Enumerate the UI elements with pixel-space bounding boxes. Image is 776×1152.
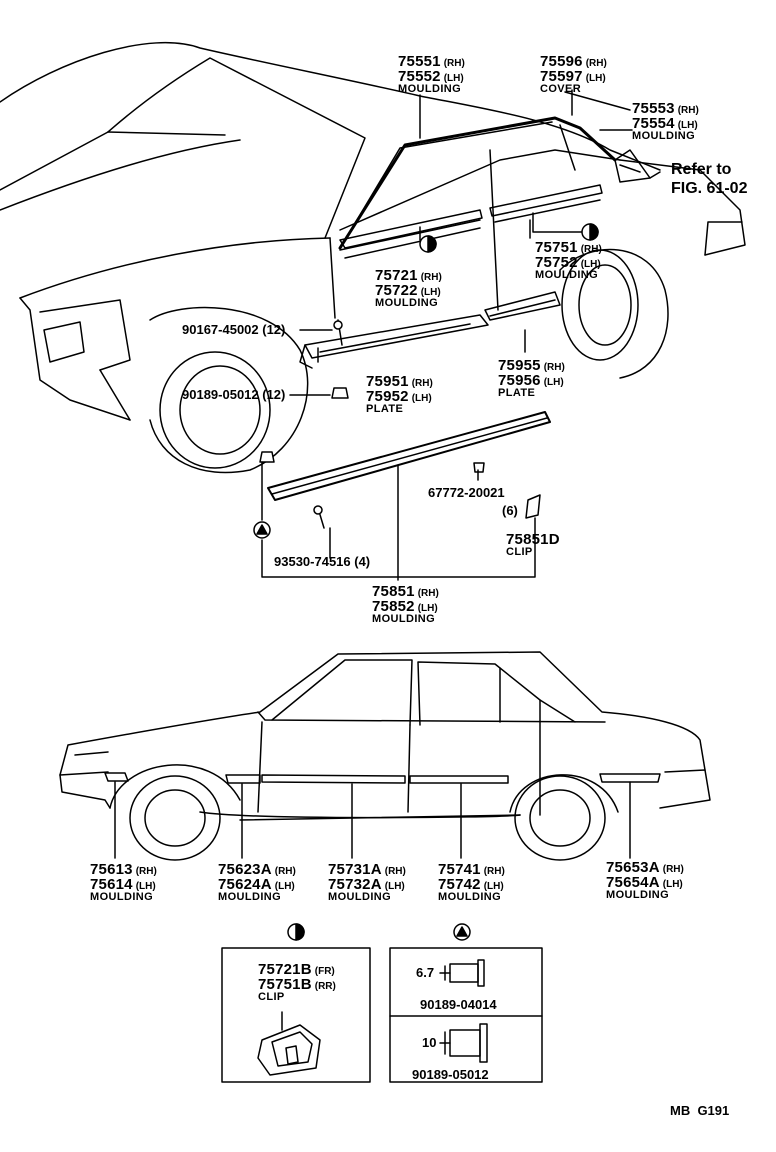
callout-side-view-3: 75731A(RH) 75732A(LH) MOULDING: [328, 861, 406, 903]
part-number: 75741: [438, 861, 481, 878]
dimension-top: 6.7: [416, 965, 435, 980]
part-description: MOULDING: [398, 83, 462, 95]
part-number: 75624A: [218, 876, 272, 893]
detail-part-bottom: 90189-05012: [412, 1067, 489, 1082]
figure-code: MB G191: [670, 1103, 730, 1118]
callout-rocker-clip-part: 67772-20021: [428, 485, 505, 500]
part-number: 75851D: [506, 531, 560, 548]
callout-rocker-moulding: 75851(RH) 75852(LH) MOULDING: [372, 583, 439, 625]
part-number: 75596: [540, 53, 583, 70]
part-number: 75554: [632, 115, 675, 132]
detail-markers: [253, 223, 599, 539]
part-description: MOULDING: [535, 269, 599, 281]
part-number: 75654A: [606, 874, 660, 891]
refer-to-figure: Refer to FIG. 61-02: [671, 161, 748, 197]
callout-screw-top: 90167-45002 (12): [182, 322, 286, 337]
callout-rear-plate: 75955(RH) 75956(LH) PLATE: [498, 357, 565, 399]
part-description: MOULDING: [632, 130, 696, 142]
callout-side-view-1: 75613(RH) 75614(LH) MOULDING: [90, 861, 157, 903]
callout-cover: 75596(RH) 75597(LH) COVER: [540, 53, 607, 95]
part-number: 75732A: [328, 876, 382, 893]
callout-clip-75851d: 75851D CLIP: [506, 532, 560, 559]
part-number: 75952: [366, 388, 409, 405]
part-description: MOULDING: [438, 891, 502, 903]
part-number: 75721B: [258, 961, 312, 978]
part-number: 75721: [375, 267, 418, 284]
part-number: 75551: [398, 53, 441, 70]
part-number: 75742: [438, 876, 481, 893]
part-number: 75851: [372, 583, 415, 600]
part-description: MOULDING: [375, 297, 439, 309]
car-side-view: [59, 651, 711, 861]
part-number: 75751B: [258, 976, 312, 993]
part-description: PLATE: [366, 403, 404, 415]
detail-part-top: 90189-04014: [420, 997, 497, 1012]
callout-side-view-5: 75653A(RH) 75654A(LH) MOULDING: [606, 859, 684, 901]
part-description: MOULDING: [90, 891, 154, 903]
part-description: CLIP: [258, 991, 285, 1003]
dimension-bottom: 10: [422, 1035, 437, 1050]
part-description: PLATE: [498, 387, 536, 399]
part-number: 75613: [90, 861, 133, 878]
callout-side-view-2: 75623A(RH) 75624A(LH) MOULDING: [218, 861, 296, 903]
part-number: 75951: [366, 373, 409, 390]
part-number: 75956: [498, 372, 541, 389]
detail-boxes: [221, 923, 543, 1083]
part-number: 75653A: [606, 859, 660, 876]
callout-screw-bottom: 93530-74516 (4): [274, 554, 371, 569]
car-perspective-view: [0, 41, 746, 581]
detail-half-circle-clip: 75721B(FR) 75751B(RR) CLIP: [258, 961, 336, 1003]
part-number: 75752: [535, 254, 578, 271]
part-description: MOULDING: [218, 891, 282, 903]
callout-clip-nut: 90189-05012 (12): [182, 387, 286, 402]
part-description: MOULDING: [606, 889, 670, 901]
part-number: 75955: [498, 357, 541, 374]
callout-rear-pillar-moulding: 75553(RH) 75554(LH) MOULDING: [632, 100, 699, 142]
part-description: MOULDING: [328, 891, 392, 903]
part-description: CLIP: [506, 546, 533, 558]
part-number: 75553: [632, 100, 675, 117]
part-description: MOULDING: [372, 613, 436, 625]
callout-rear-belt-moulding: 75751(RH) 75752(LH) MOULDING: [535, 239, 602, 281]
part-number: 75852: [372, 598, 415, 615]
callout-front-plate: 75951(RH) 75952(LH) PLATE: [366, 373, 433, 415]
part-number: 75722: [375, 282, 418, 299]
part-number: 75751: [535, 239, 578, 256]
part-number: 75614: [90, 876, 133, 893]
callout-front-belt-moulding: 75721(RH) 75722(LH) MOULDING: [375, 267, 442, 309]
part-description: COVER: [540, 83, 582, 95]
part-number: 75597: [540, 68, 583, 85]
part-number: 75623A: [218, 861, 272, 878]
part-number: 75731A: [328, 861, 382, 878]
part-number: 75552: [398, 68, 441, 85]
callout-rocker-clip-qty: (6): [502, 503, 518, 518]
callout-upper-belt-moulding: 75551(RH) 75552(LH) MOULDING: [398, 53, 465, 95]
callout-side-view-4: 75741(RH) 75742(LH) MOULDING: [438, 861, 505, 903]
